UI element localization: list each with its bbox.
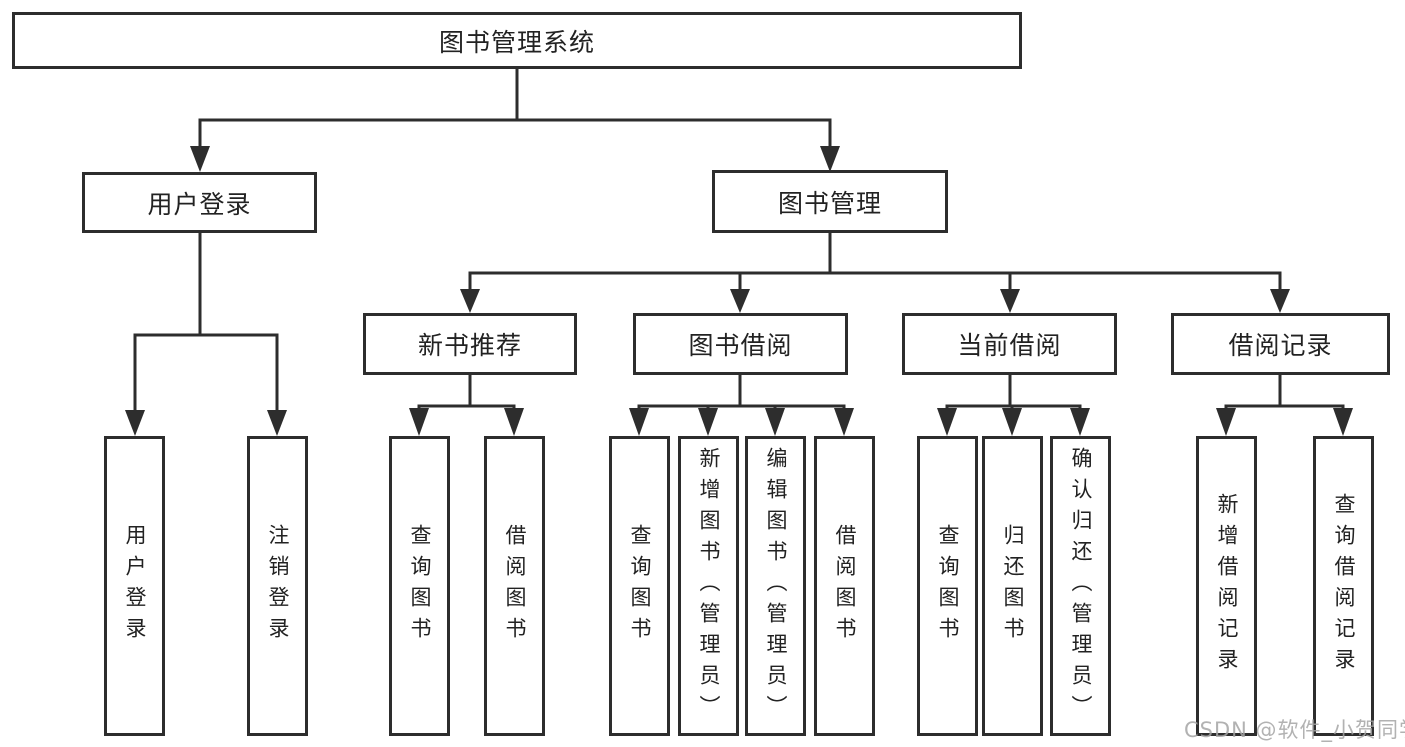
leaf-add-borrow-record: 新增借阅记录 <box>1196 436 1257 736</box>
node-current-borrow: 当前借阅 <box>902 313 1117 375</box>
leaf-label: 新增借阅记录 <box>1215 493 1239 679</box>
leaf-label: 确认归还（管理员） <box>1069 446 1093 726</box>
arrow-down-icon <box>629 406 649 436</box>
arrow-down-icon <box>937 406 957 436</box>
leaf-label: 新增图书（管理员） <box>697 446 721 726</box>
node-user-login: 用户登录 <box>82 172 317 233</box>
arrow-down-icon <box>765 406 785 436</box>
node-book-borrow: 图书借阅 <box>633 313 848 375</box>
node-library-management-system: 图书管理系统 <box>12 12 1022 69</box>
arrow-down-icon <box>1000 273 1020 313</box>
node-borrow-record: 借阅记录 <box>1171 313 1390 375</box>
leaf-label: 查询图书 <box>936 524 960 648</box>
arrow-down-icon <box>1070 406 1090 436</box>
node-new-book-recommend: 新书推荐 <box>363 313 577 375</box>
leaf-confirm-return-admin: 确认归还（管理员） <box>1050 436 1111 736</box>
leaf-label: 借阅图书 <box>503 524 527 648</box>
arrow-down-icon <box>1216 406 1236 436</box>
node-book-management: 图书管理 <box>712 170 948 233</box>
arrow-down-icon <box>730 273 750 313</box>
leaf-label: 查询借阅记录 <box>1332 493 1356 679</box>
watermark: CSDN @软件_小贺同学 <box>1184 718 1405 742</box>
leaf-return-books: 归还图书 <box>982 436 1043 736</box>
arrow-down-icon <box>460 273 480 313</box>
arrow-down-icon <box>267 335 287 436</box>
leaf-user-login: 用户登录 <box>104 436 165 736</box>
leaf-query-books-recommend: 查询图书 <box>389 436 450 736</box>
leaf-label: 查询图书 <box>408 524 432 648</box>
arrow-down-icon <box>504 406 524 436</box>
leaf-logout: 注销登录 <box>247 436 308 736</box>
arrow-down-icon <box>1333 406 1353 436</box>
leaf-label: 注销登录 <box>266 524 290 648</box>
arrow-down-icon <box>834 406 854 436</box>
leaf-borrow-books-recommend: 借阅图书 <box>484 436 545 736</box>
arrow-down-icon <box>1002 406 1022 436</box>
arrow-down-icon <box>125 335 145 436</box>
leaf-query-books-borrow: 查询图书 <box>609 436 670 736</box>
arrow-down-icon <box>1270 273 1290 313</box>
leaf-label: 归还图书 <box>1001 524 1025 648</box>
leaf-edit-books-admin: 编辑图书（管理员） <box>745 436 806 736</box>
leaf-add-books-admin: 新增图书（管理员） <box>678 436 739 736</box>
leaf-query-borrow-record: 查询借阅记录 <box>1313 436 1374 736</box>
leaf-label: 查询图书 <box>628 524 652 648</box>
leaf-label: 编辑图书（管理员） <box>764 446 788 726</box>
arrow-down-icon <box>190 120 210 172</box>
leaf-label: 用户登录 <box>123 524 147 648</box>
arrow-down-icon <box>820 120 840 172</box>
leaf-label: 借阅图书 <box>833 524 857 648</box>
leaf-query-books-current: 查询图书 <box>917 436 978 736</box>
arrow-down-icon <box>409 406 429 436</box>
leaf-borrow-books: 借阅图书 <box>814 436 875 736</box>
arrow-down-icon <box>698 406 718 436</box>
